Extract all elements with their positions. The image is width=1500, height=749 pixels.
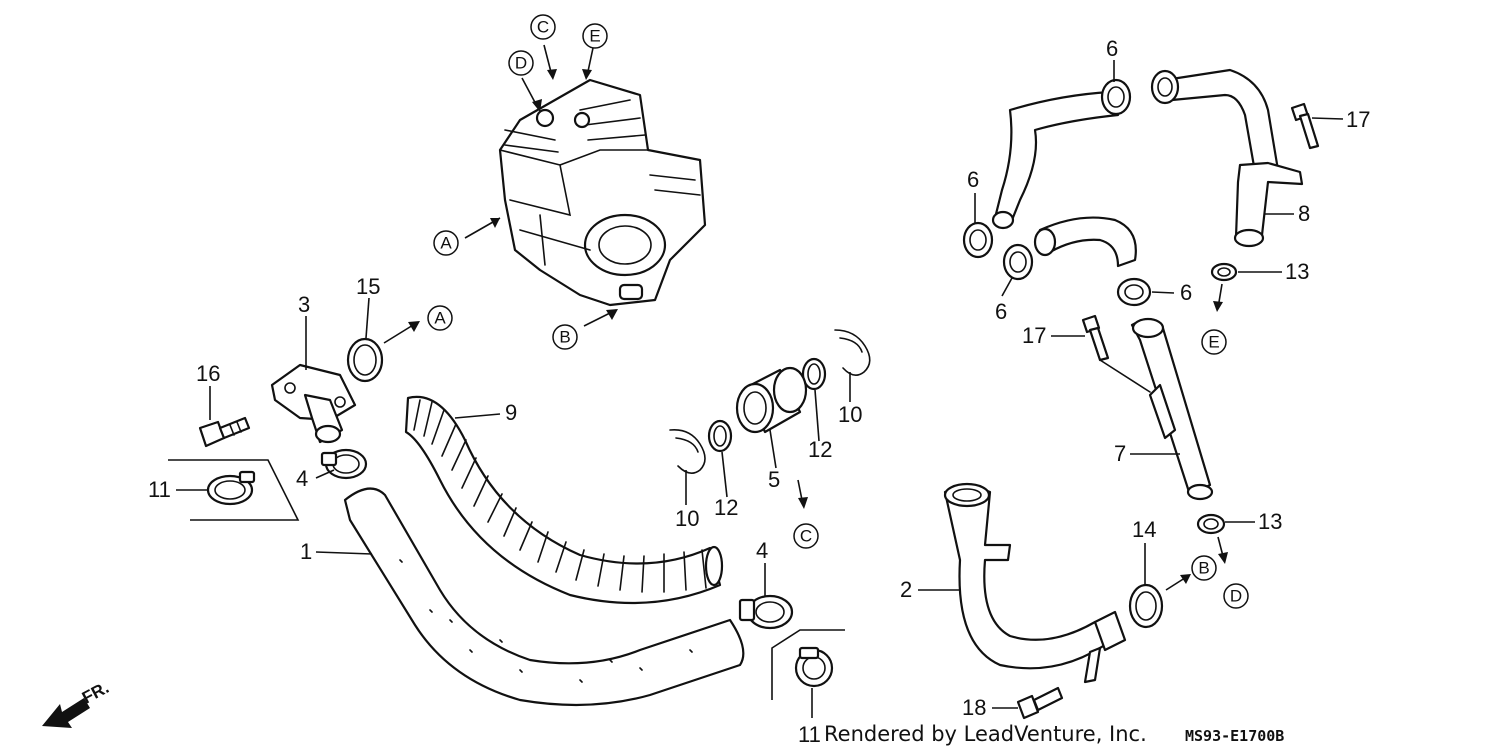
svg-text:B: B [1198,559,1209,578]
label-12-right: 12 [808,437,832,462]
svg-text:E: E [589,27,600,46]
label-16: 16 [196,361,220,386]
leader-lines [176,60,1344,718]
svg-text:A: A [434,309,446,328]
ref-marker-a-outlet: A [427,305,453,331]
part-2-water-pipe-lower [943,482,1127,684]
label-17-upper: 17 [1346,107,1370,132]
label-18: 18 [962,695,986,720]
label-6-c: 6 [995,299,1007,324]
ref-marker-c-collar: C [793,523,819,549]
label-13-lower: 13 [1258,509,1282,534]
part-number-labels: 1 2 3 4 4 5 6 6 6 6 7 8 9 10 10 11 11 12… [148,36,1370,747]
reference-arrows [383,44,1228,591]
label-10-left: 10 [675,506,699,531]
ref-marker-d-pipe: D [1223,583,1249,609]
label-15: 15 [356,274,380,299]
part-7-water-pipe-middle [1099,317,1214,501]
label-7: 7 [1114,441,1126,466]
label-4-lower: 4 [756,538,768,563]
part-6-clamp-d [1116,277,1152,307]
part-18-bolt [1016,686,1064,720]
part-10-clip-right [834,329,871,376]
part-4-clamp-lower [738,594,794,630]
part-13-washer-lower [1196,513,1226,535]
part-16-bolt [198,416,251,448]
ref-marker-d-top: D [508,50,534,76]
part-17-bolt-upper [1290,102,1320,150]
label-10-right: 10 [838,402,862,427]
ref-marker-b-pipe: B [1191,555,1217,581]
label-2: 2 [900,577,912,602]
part-12-ring-right [801,357,827,391]
label-8: 8 [1298,201,1310,226]
part-13-washer-upper [1210,262,1238,282]
part-9-hose-protector [404,395,724,605]
part-10-clip-left [669,428,706,474]
label-6-a: 6 [1106,36,1118,61]
part-5-joint-collar [735,366,808,434]
part-14-o-ring [1128,583,1164,629]
label-4-top: 4 [296,466,308,491]
label-13-upper: 13 [1285,259,1309,284]
label-17-lower: 17 [1022,323,1046,348]
part-6-clamp-c [1002,243,1034,281]
svg-text:D: D [1230,587,1242,606]
part-3-water-outlet [270,363,357,444]
label-6-b: 6 [967,167,979,192]
label-11-lower: 11 [798,722,821,747]
label-12-left: 12 [714,495,738,520]
label-9: 9 [505,400,517,425]
diagram-code: MS93-E1700B [1185,727,1284,745]
part-1-radiator-hose [343,487,745,707]
label-14: 14 [1132,517,1156,542]
label-5: 5 [768,467,780,492]
label-6-d: 6 [1180,280,1192,305]
label-1: 1 [300,539,312,564]
part-6-clamp-a [1100,78,1132,116]
part-4-clamp-top [320,448,368,480]
front-direction-arrow: FR. [42,678,112,728]
svg-text:C: C [537,18,549,37]
svg-text:D: D [515,54,527,73]
part-15-o-ring [346,337,384,383]
ref-marker-c-top: C [530,14,556,40]
part-12-ring-left [707,419,733,453]
ref-marker-b-engine: B [552,324,578,350]
reference-markers: C D E A A B C E [427,14,1249,609]
ref-marker-e-top: E [582,23,608,49]
label-11-left: 11 [148,477,171,502]
engine-illustration [498,78,707,307]
part-6-clamp-b [962,221,994,259]
ref-marker-a-engine: A [433,230,459,256]
part-17-bolt-lower [1081,314,1110,362]
part-8-water-pipe-upper [1233,161,1304,248]
label-3: 3 [298,292,310,317]
part-11-clamp-lower [771,629,845,700]
svg-text:A: A [440,234,452,253]
render-credit: Rendered by LeadVenture, Inc. [824,722,1147,746]
svg-text:E: E [1208,333,1219,352]
ref-marker-e-pipe: E [1201,329,1227,355]
svg-text:B: B [559,328,570,347]
svg-text:C: C [800,527,812,546]
